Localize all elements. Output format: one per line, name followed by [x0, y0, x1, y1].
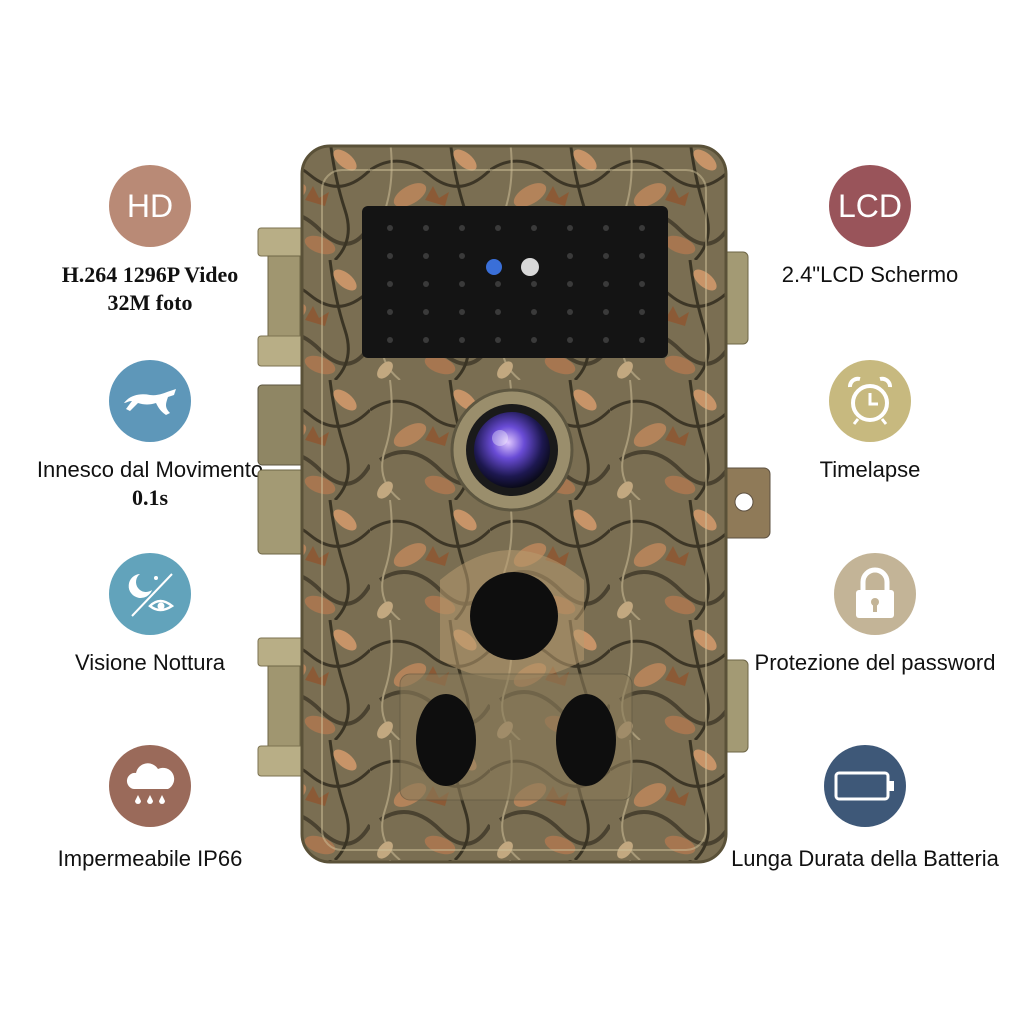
timelapse-caption-line-1: Timelapse: [819, 457, 921, 482]
motion-caption-line-1: Innesco dal Movimento: [36, 457, 264, 482]
hd-badge-label: HD: [126, 187, 174, 224]
right-side-sensor: [556, 694, 616, 786]
timelapse-badge: [829, 360, 911, 442]
rain-cloud-icon: [126, 763, 175, 804]
timelapse-caption: Timelapse: [740, 456, 1000, 484]
running-animal-icon: [124, 389, 176, 415]
motion-caption-line-2: 0.1s: [131, 485, 169, 510]
feature-hd: HD H.264 1296P Video 32M foto: [20, 165, 280, 317]
feature-waterproof: Impermeabile IP66: [20, 745, 280, 873]
hd-caption-line-2: 32M foto: [107, 290, 193, 315]
white-indicator-led: [521, 258, 539, 276]
ir-led-grid: [387, 225, 645, 343]
feature-password: Protezione del password: [730, 553, 1020, 677]
battery-icon: [834, 771, 894, 801]
waterproof-badge: [109, 745, 191, 827]
right-latches: [717, 251, 771, 753]
lcd-badge: LCD: [829, 165, 911, 247]
hd-caption-line-1: H.264 1296P Video: [61, 262, 239, 287]
feature-battery: Lunga Durata della Batteria: [710, 745, 1020, 873]
motion-caption: Innesco dal Movimento 0.1s: [0, 456, 300, 512]
padlock-icon: [856, 567, 894, 618]
hd-badge: HD: [109, 165, 191, 247]
password-caption: Protezione del password: [730, 649, 1020, 677]
waterproof-caption: Impermeabile IP66: [20, 845, 280, 873]
lcd-caption-line-1: 2.4"LCD Schermo: [781, 262, 959, 287]
night-caption-line-1: Visione Nottura: [74, 650, 225, 675]
lcd-caption: 2.4"LCD Schermo: [740, 261, 1000, 289]
night-caption: Visione Nottura: [20, 649, 280, 677]
left-side-sensor: [416, 694, 476, 786]
feature-motion: Innesco dal Movimento 0.1s: [0, 360, 300, 512]
battery-caption-line-1: Lunga Durata della Batteria: [731, 846, 999, 871]
ir-led-panel: [362, 206, 668, 358]
camera-lens: [474, 412, 550, 488]
pir-sensor: [470, 572, 558, 660]
waterproof-caption-line-1: Impermeabile IP66: [57, 846, 243, 871]
password-caption-line-1: Protezione del password: [754, 650, 996, 675]
feature-night: Visione Nottura: [20, 553, 280, 677]
battery-badge: [824, 745, 906, 827]
battery-caption: Lunga Durata della Batteria: [710, 845, 1020, 873]
lcd-badge-label: LCD: [837, 187, 902, 224]
night-badge: [109, 553, 191, 635]
trail-camera-image: [257, 144, 771, 864]
blue-indicator-led: [486, 259, 502, 275]
alarm-clock-icon: [848, 376, 892, 425]
moon-eye-icon: [128, 573, 175, 617]
left-hinges: [257, 227, 315, 777]
hd-caption: H.264 1296P Video 32M foto: [20, 261, 280, 317]
feature-lcd: LCD 2.4"LCD Schermo: [740, 165, 1000, 289]
motion-badge: [109, 360, 191, 442]
password-badge: [834, 553, 916, 635]
feature-timelapse: Timelapse: [740, 360, 1000, 484]
